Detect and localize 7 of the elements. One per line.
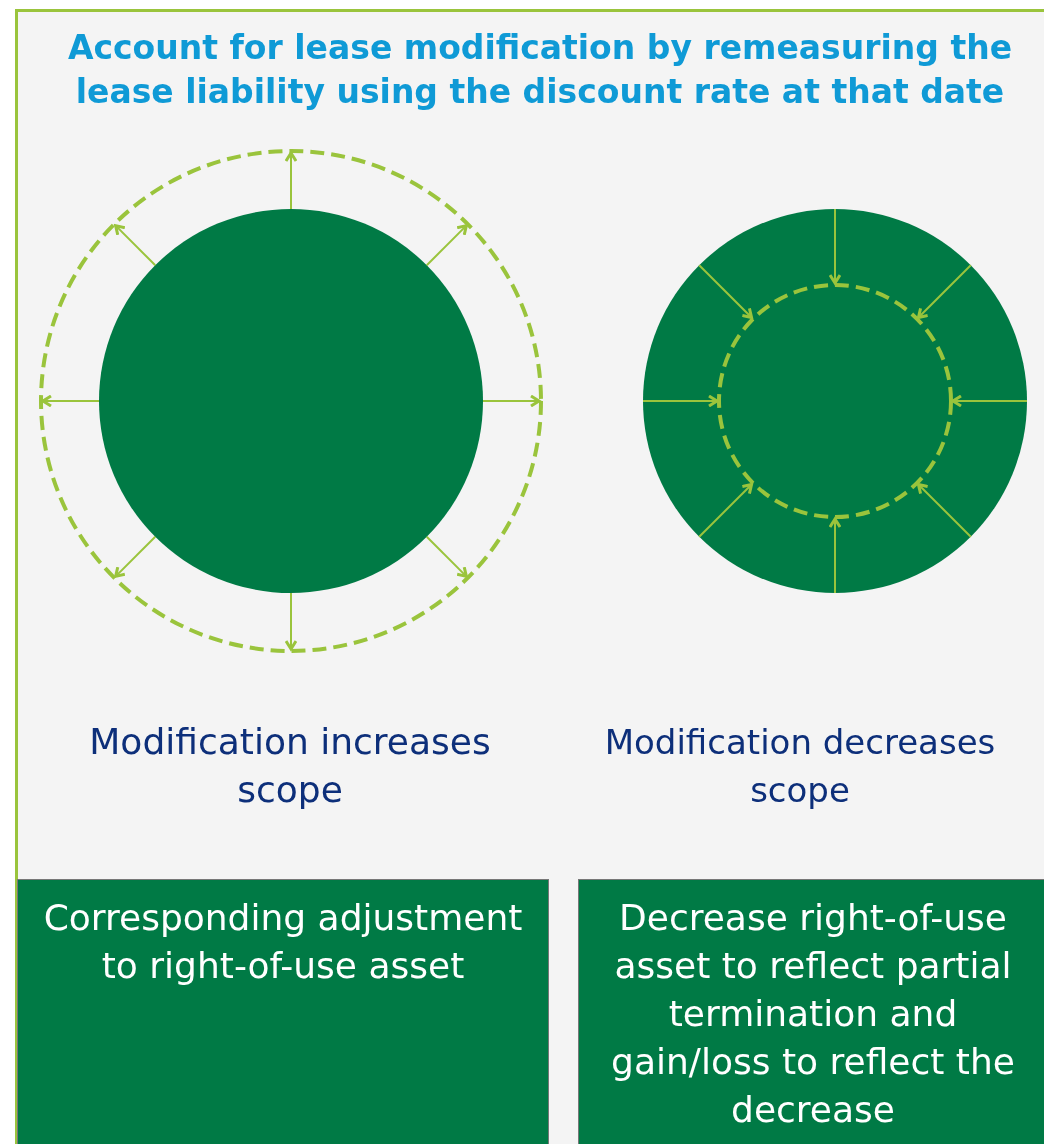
result-box bbox=[17, 879, 549, 1144]
box-text: Decrease right-of-use asset to reflect partial termination and gain/loss to reflect the decrease bbox=[610, 896, 1016, 1132]
result-box bbox=[578, 879, 1044, 1144]
box-text: Corresponding adjustment to right-of-use asset bbox=[42, 896, 524, 988]
caption: Modification increases scope bbox=[88, 720, 492, 812]
caption: Modification decreases scope bbox=[603, 721, 997, 812]
title: Account for lease modification by remeasuring the lease liability using the discount rate at that date bbox=[66, 27, 1014, 113]
